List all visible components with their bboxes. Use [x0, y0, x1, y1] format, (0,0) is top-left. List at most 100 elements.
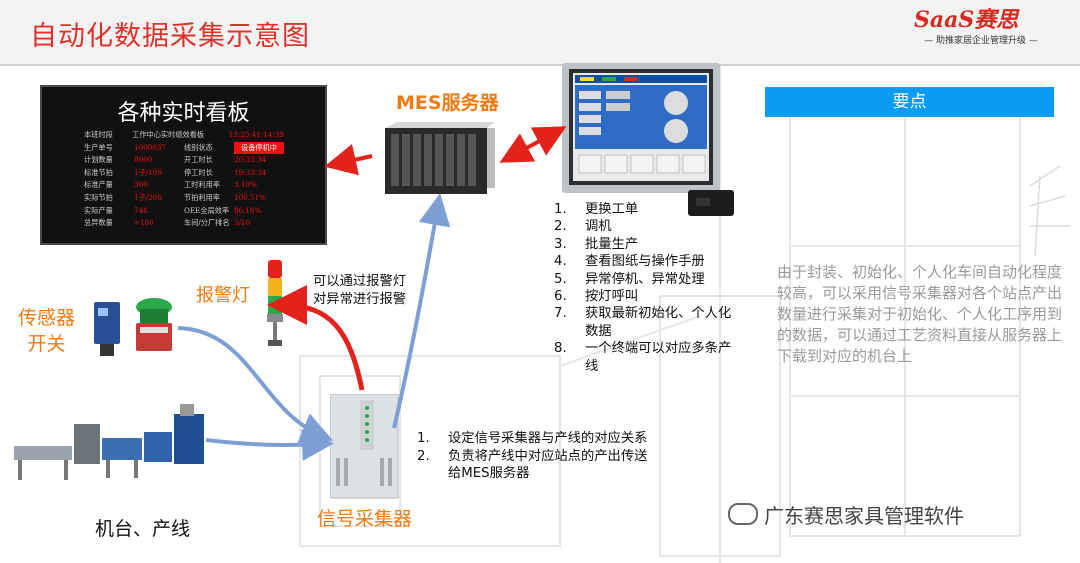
- dashboard-cell: +100: [134, 218, 154, 228]
- collector-to-server-arrow: [392, 193, 451, 429]
- dashboard-row: 实际节拍 1子/20S 节拍利用率 100.51%: [84, 192, 284, 205]
- signal-collector-label: 信号采集器: [317, 508, 413, 530]
- alarm-lamp-label: 报警灯: [196, 285, 250, 306]
- list-number: 8.: [554, 341, 567, 357]
- list-item: 2. 负责将产线中对应站点的产出传送给MES服务器: [417, 448, 667, 483]
- watermark-text: 广东赛思家具管理软件: [764, 504, 964, 528]
- dashboard-cell: 13:25:41:14:39: [228, 130, 284, 139]
- dashboard-cell: 工作中心实时绩效看板: [132, 130, 205, 139]
- sensor-icon: [94, 302, 120, 356]
- dashboard-cell: 3.10%: [234, 180, 257, 190]
- list-number: 1.: [554, 202, 567, 217]
- dashboard-cell: 100.51%: [234, 192, 266, 202]
- dashboard-cell: 标准节拍: [84, 167, 113, 177]
- terminal-function-list: 1. 更换工单 2. 调机 3. 批量生产 4. 查看图纸与操作手册 5. 异常停机、异常…: [554, 201, 754, 375]
- list-item: 6. 按灯呼叫: [554, 288, 754, 305]
- dashboard-title: 各种实时看板: [117, 101, 250, 126]
- list-text: 调机: [585, 219, 612, 235]
- list-text: 一个终端可以对应多条产线: [585, 341, 732, 374]
- alarm-note-line: 对异常进行报警: [313, 292, 407, 307]
- collector-function-list: 1. 设定信号采集器与产线的对应关系 2. 负责将产线中对应站点的产出传送给MES服…: [417, 430, 667, 483]
- dashboard-cell: 标准产量: [84, 180, 113, 190]
- list-text: 负责将产线中对应站点的产出传送给MES服务器: [448, 448, 648, 482]
- sensor-label-line: 开关: [27, 333, 66, 355]
- list-item: 8. 一个终端可以对应多条产线: [554, 340, 754, 375]
- list-number: 2.: [554, 219, 567, 235]
- dashboard-cell: 线别状态: [184, 142, 213, 152]
- saas-logo-icon: SaaS赛思: [914, 7, 1020, 31]
- list-number: 7.: [554, 306, 567, 322]
- list-item: 7. 获取最新初始化、个人化数据: [554, 305, 754, 340]
- list-text: 更换工单: [585, 202, 639, 217]
- sensor-label: 传感器 开关: [18, 305, 75, 357]
- production-line-icon: [14, 404, 204, 480]
- list-text: 批量生产: [585, 236, 639, 252]
- dashboard-row: 生产单号 1000037 线别状态 设备停机中: [84, 141, 284, 155]
- dashboard-cell: 20:33:34: [234, 155, 267, 165]
- alarm-note: 可以通过报警灯 对异常进行报警: [313, 273, 406, 309]
- list-number: 2.: [417, 448, 430, 464]
- header-bar: [0, 0, 1080, 64]
- realtime-dashboard: 各种实时看板 本班时段 工作中心实时绩效看板 13:25:41:14:39 生产单号…: [40, 85, 327, 245]
- sensor-to-collector-arrow: [177, 326, 334, 443]
- header-divider: [0, 64, 1080, 66]
- dashboard-cell: 86.16%: [234, 205, 262, 215]
- list-number: 6.: [554, 289, 567, 305]
- list-item: 2. 调机: [554, 218, 754, 235]
- dashboard-cell: 生产单号: [84, 142, 113, 152]
- list-text: 异常停机、异常处理: [585, 271, 705, 287]
- wechat-icon: [728, 503, 758, 525]
- signal-collector-icon: [330, 394, 399, 499]
- dashboard-cell: 实际产量: [84, 205, 113, 215]
- dashboard-cell: 300: [134, 180, 148, 190]
- dashboard-cell: 开工时长: [184, 155, 213, 165]
- list-text: 设定信号采集器与产线的对应关系: [448, 431, 648, 446]
- dashboard-cell: 节拍利用率: [184, 192, 220, 202]
- dashboard-cell: 实际节拍: [84, 192, 113, 202]
- dashboard-cell: 8000: [134, 155, 153, 165]
- dashboard-row: 实际产量 746 OEE全局效率 86.16%: [84, 205, 284, 218]
- list-number: 4.: [554, 254, 567, 270]
- machine-line-label: 机台、产线: [95, 518, 191, 540]
- dashboard-cell: 746: [134, 205, 148, 215]
- dashboard-cell: 停工时长: [184, 167, 213, 177]
- dashboard-cell: 计划数量: [84, 155, 113, 165]
- dashboard-cell: 总异数量: [84, 218, 113, 228]
- list-text: 查看图纸与操作手册: [585, 254, 705, 270]
- alarm-note-line: 可以通过报警灯: [313, 274, 407, 289]
- dashboard-cell: 1子/20S: [134, 192, 163, 202]
- sensor-label-line: 传感器: [18, 307, 76, 329]
- mes-server-label: MES服务器: [396, 92, 499, 114]
- dashboard-status-badge: 设备停机中: [234, 141, 284, 155]
- list-item: 3. 批量生产: [554, 236, 754, 253]
- list-number: 3.: [554, 236, 567, 252]
- dashboard-row: 本班时段 工作中心实时绩效看板 13:25:41:14:39: [84, 129, 284, 142]
- list-item: 1. 更换工单: [554, 201, 754, 218]
- emergency-button-icon: [136, 298, 172, 351]
- dashboard-cell: 车间/分厂排名: [184, 218, 230, 228]
- watermark: 广东赛思家具管理软件: [728, 500, 964, 529]
- collector-to-alarm-arrow: [267, 285, 365, 391]
- dashboard-row: 计划数量 8000 开工时长 20:33:34: [84, 154, 284, 167]
- dashboard-cell: 1000037: [134, 142, 167, 152]
- list-item: 1. 设定信号采集器与产线的对应关系: [417, 430, 667, 448]
- key-points-heading: 要点: [765, 87, 1054, 117]
- logo-tagline: — 助推家居企业管理升级 —: [924, 36, 1038, 46]
- list-text: 按灯呼叫: [585, 289, 639, 305]
- dashboard-row: 总异数量 +100 车间/分厂排名 3/10: [84, 217, 284, 230]
- list-text: 获取最新初始化、个人化数据: [585, 306, 732, 339]
- dashboard-table: 本班时段 工作中心实时绩效看板 13:25:41:14:39 生产单号 1000037…: [84, 129, 284, 230]
- touch-terminal-icon: [562, 63, 720, 193]
- card-reader-icon: [688, 190, 734, 216]
- server-terminal-arrow: [499, 126, 567, 163]
- dashboard-cell: 3/10: [234, 218, 251, 228]
- server-to-dashboard-arrow: [324, 144, 373, 176]
- list-item: 5. 异常停机、异常处理: [554, 271, 754, 288]
- mes-server-icon: [385, 122, 495, 194]
- list-number: 1.: [417, 431, 430, 446]
- dashboard-cell: OEE全局效率: [184, 205, 230, 215]
- dashboard-cell: 本班时段: [84, 130, 113, 139]
- logo-text: SaaS赛思: [914, 7, 1020, 31]
- list-number: 5.: [554, 271, 567, 287]
